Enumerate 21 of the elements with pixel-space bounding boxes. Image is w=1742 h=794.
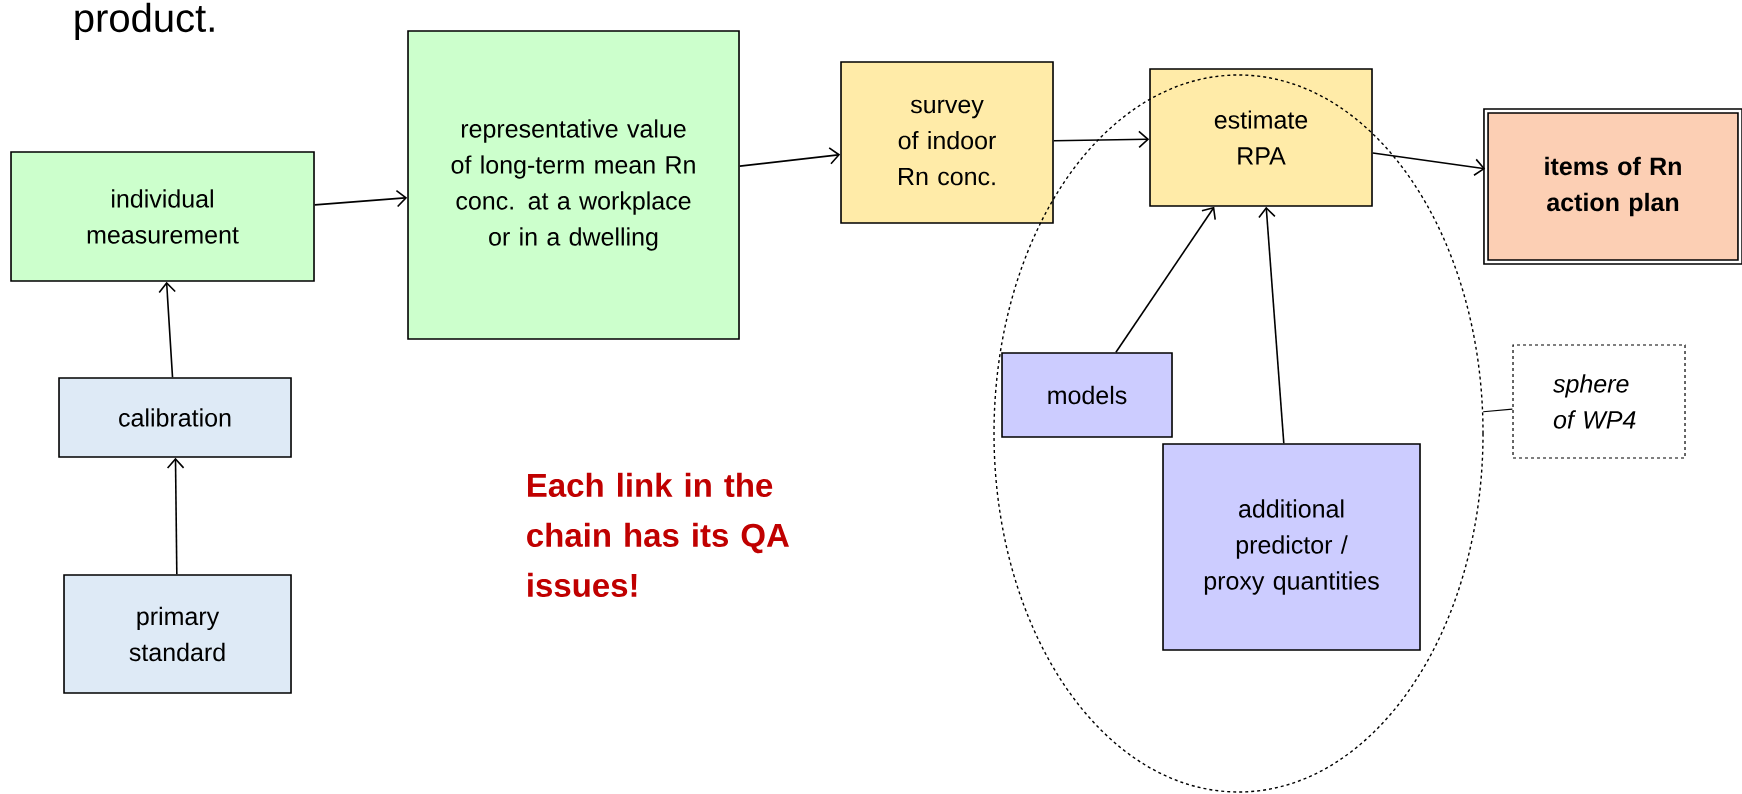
process-box: calibration (58, 377, 292, 458)
arrow (1115, 206, 1216, 353)
arrow (158, 281, 176, 378)
arrow (1372, 152, 1486, 177)
heading-text: product. (75, 2, 214, 41)
process-box: individual measurement (10, 151, 315, 282)
input-box: models (1001, 352, 1173, 438)
arrow (1053, 130, 1150, 149)
note-text: Each link in the chain has its QA issues! (527, 472, 789, 598)
arrow (166, 457, 185, 575)
process-box: estimate RPA (1149, 68, 1373, 207)
process-box: survey of indoor Rn conc. (840, 61, 1054, 224)
note-box: sphere of WP4 (1512, 344, 1686, 459)
arrow (314, 189, 408, 208)
arrow (739, 147, 841, 167)
arrow (1258, 206, 1285, 444)
leader-line (1482, 408, 1513, 413)
process-box: primary standard (63, 574, 292, 694)
process-box: representative value of long-term mean Rn conc. at a workplace or in a dwelling (407, 30, 740, 340)
result-box: items of Rn action plan (1483, 108, 1742, 265)
input-box: additional predictor / proxy quantities (1162, 443, 1421, 651)
